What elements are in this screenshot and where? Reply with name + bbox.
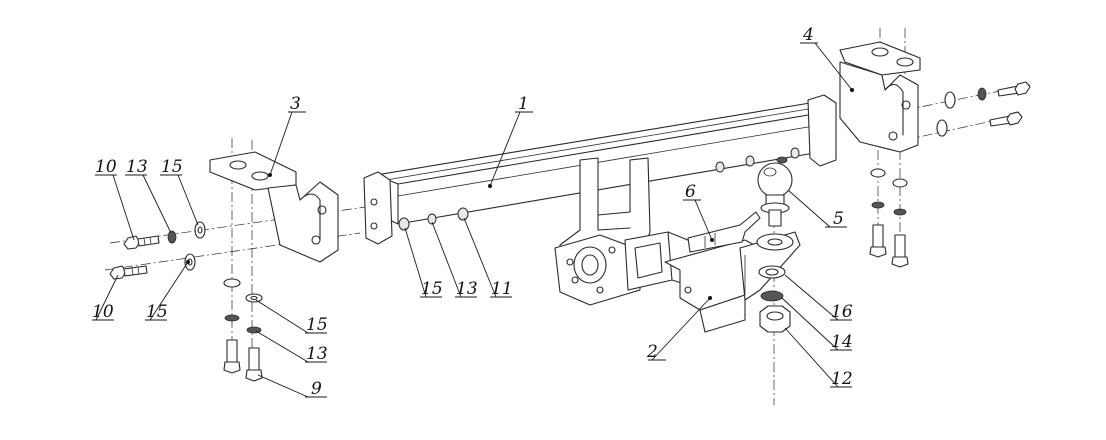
callout-10-top: 10 [95, 157, 117, 177]
callout-13-vertical: 13 [306, 344, 328, 364]
callout-12: 12 [831, 369, 853, 389]
weld-nuts [398, 147, 800, 231]
callout-5: 5 [833, 209, 844, 229]
callout-14: 14 [831, 332, 853, 352]
right-horizontal-bolts [936, 81, 1031, 137]
callout-10-bottom: 10 [92, 302, 114, 322]
receiver-assembly [554, 157, 711, 306]
cross-beam [363, 94, 837, 245]
callout-11: 11 [491, 279, 513, 299]
callout-4: 4 [802, 25, 814, 45]
callout-6: 6 [685, 182, 696, 202]
left-vertical-bolts [223, 278, 263, 382]
callout-15-bottom: 15 [146, 302, 168, 322]
callout-2: 2 [646, 342, 658, 362]
socket-bracket [687, 211, 761, 253]
right-bracket [839, 41, 921, 153]
callout-13-top: 13 [126, 157, 148, 177]
callout-labels: 1 2 3 4 5 6 9 10 10 11 12 13 13 13 14 15… [92, 25, 853, 399]
left-bolts [109, 221, 206, 280]
callout-15-top: 15 [161, 157, 183, 177]
callout-13-middle: 13 [456, 279, 478, 299]
callout-3: 3 [290, 94, 301, 114]
callout-1: 1 [518, 94, 529, 114]
leader-lines [92, 42, 854, 398]
tow-ball [757, 156, 793, 227]
callout-16: 16 [831, 302, 853, 322]
callout-9: 9 [311, 379, 322, 399]
callout-15-middle: 15 [421, 279, 443, 299]
ball-fasteners [758, 265, 791, 333]
left-bracket [209, 151, 339, 263]
right-vertical-bolts [869, 168, 909, 268]
callout-15-vertical: 15 [306, 315, 328, 335]
